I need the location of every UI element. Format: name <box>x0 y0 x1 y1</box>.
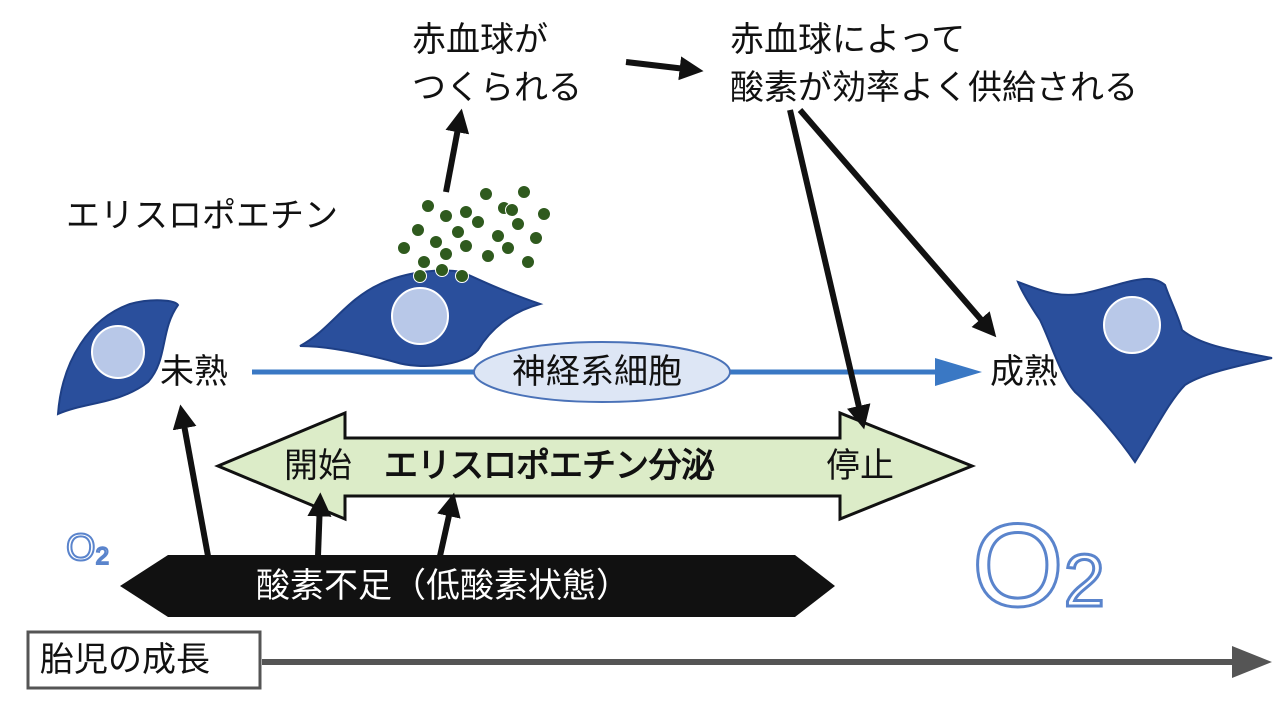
erythropoietin-granule <box>435 263 449 277</box>
erythropoietin-granule <box>451 225 465 239</box>
erythropoietin-granule <box>459 205 473 219</box>
secretion-stop-label: 停止 <box>826 446 894 486</box>
immature-label: 未熟 <box>160 352 228 392</box>
mature-label: 成熟 <box>990 352 1058 392</box>
erythropoietin-granule <box>421 199 435 213</box>
hypoxia-to-start-arrow-1 <box>307 492 332 557</box>
neural-cells-label: 神経系細胞 <box>512 352 682 392</box>
oxygen-to-mature-arrow <box>797 108 997 338</box>
secretion-label: エリスロポエチン分泌 <box>384 446 715 486</box>
rbc-to-oxygen-arrow <box>625 56 704 81</box>
erythropoietin-granule <box>459 239 473 253</box>
fetal-growth-timeline-arrow <box>262 646 1272 678</box>
erythropoietin-granule <box>521 255 535 269</box>
erythropoietin-granule <box>471 215 485 229</box>
erythropoietin-granule <box>529 231 543 245</box>
immature-cell-icon <box>56 299 180 416</box>
erythropoietin-granule <box>511 217 525 231</box>
hypoxia-to-start-arrow-2 <box>437 492 461 557</box>
erythropoietin-granule <box>439 209 453 223</box>
erythropoietin-granules <box>397 185 551 283</box>
erythropoietin-granule <box>397 241 411 255</box>
secretion-start-label: 開始 <box>284 446 352 486</box>
erythropoietin-granule <box>491 229 505 243</box>
rbc-made-label-line2: つくられる <box>412 68 582 108</box>
hypoxia-bar <box>120 555 835 617</box>
oxygen-supply-label-line1: 赤血球によって <box>730 20 966 60</box>
erythropoietin-granule <box>411 223 425 237</box>
erythropoietin-granule <box>455 269 469 283</box>
erythropoietin-granule <box>429 235 443 249</box>
hypoxia-to-immature-arrow <box>172 404 211 557</box>
oxygen-to-stop-arrow <box>787 109 871 430</box>
hypoxia-label: 酸素不足（低酸素状態） <box>256 566 630 606</box>
erythropoietin-granule <box>413 269 427 283</box>
o2-small-symbol: O2 <box>66 527 109 570</box>
erythropoietin-granule <box>517 185 531 199</box>
fetal-growth-label: 胎児の成長 <box>40 640 210 680</box>
fetal-growth-box <box>26 630 262 690</box>
rbc-production-arrow <box>443 108 470 193</box>
secretion-double-arrow <box>214 410 977 522</box>
erythropoietin-granule <box>505 203 519 217</box>
erythropoietin-granule <box>479 187 493 201</box>
o2-large-symbol: O2 <box>972 500 1105 632</box>
mature-cell-icon <box>1016 277 1273 464</box>
secreting-cell-icon <box>299 269 544 367</box>
erythropoietin-granule <box>481 249 495 263</box>
erythropoietin-label: エリスロポエチン <box>66 196 338 236</box>
erythropoietin-granule <box>501 241 515 255</box>
rbc-made-label-line1: 赤血球が <box>412 20 548 60</box>
neural-cells-ellipse <box>473 341 731 403</box>
erythropoietin-granule <box>417 255 431 269</box>
oxygen-supply-label-line2: 酸素が効率よく供給される <box>730 68 1138 108</box>
erythropoietin-granule <box>537 207 551 221</box>
erythropoietin-granule <box>439 247 453 261</box>
